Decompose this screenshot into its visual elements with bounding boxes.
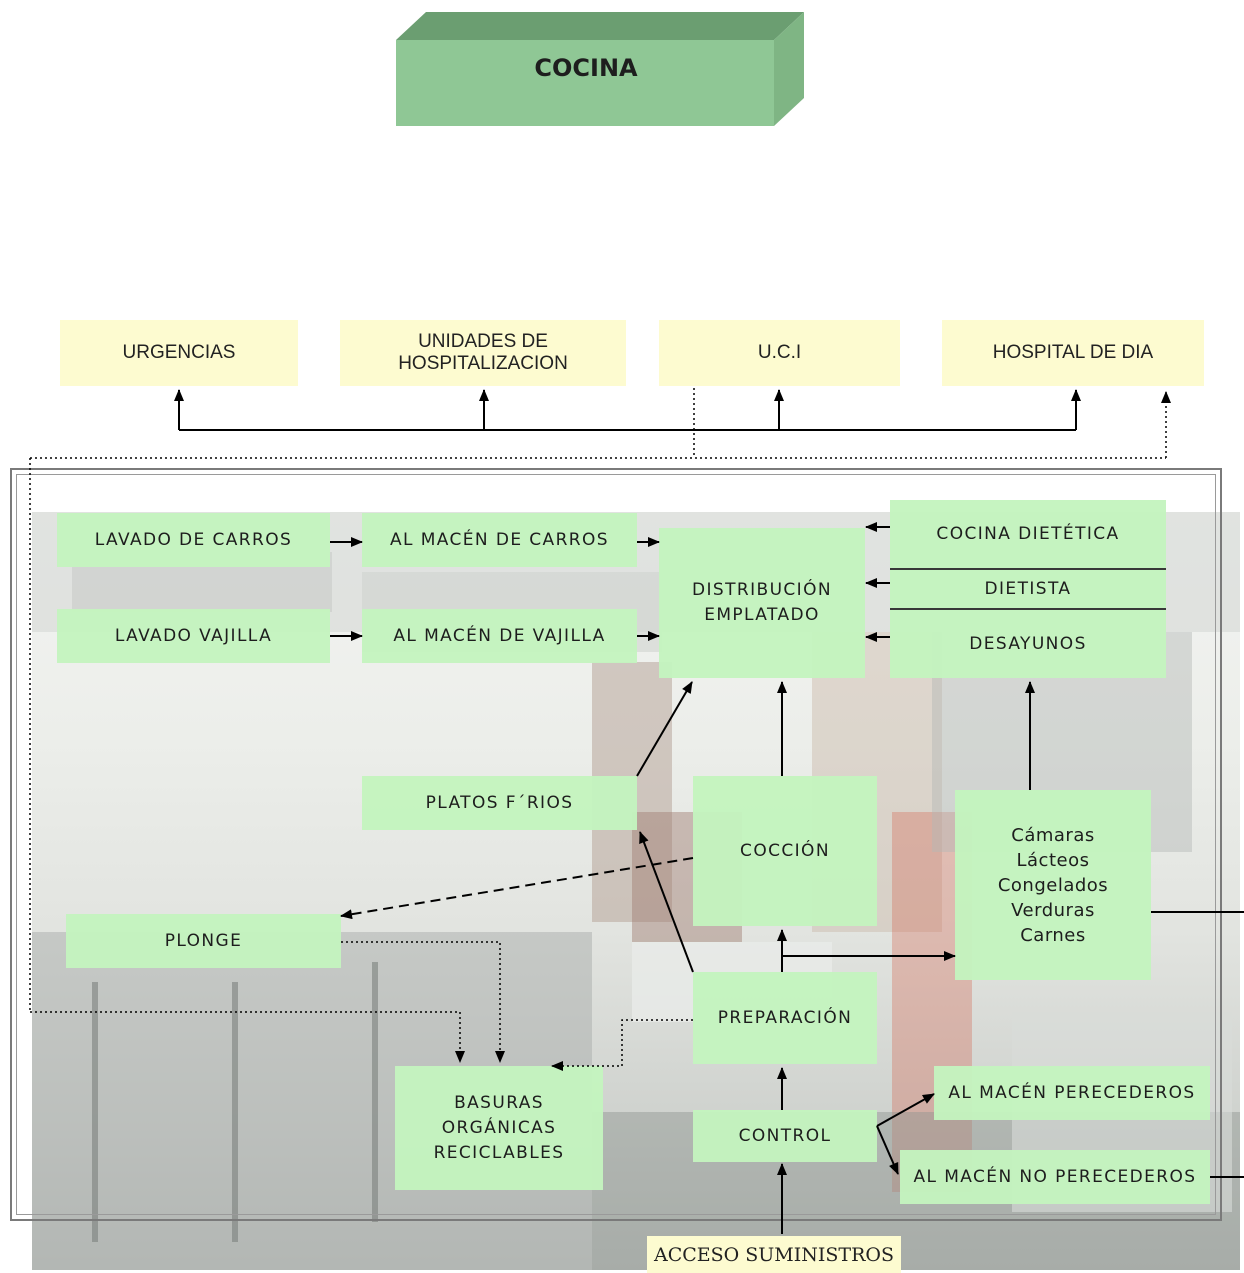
diagram-frame-inner bbox=[16, 474, 1216, 1215]
dest-uci: U.C.I bbox=[659, 320, 900, 386]
diagram-frame bbox=[10, 468, 1222, 1221]
box-preparacion: PREPARACIÓN bbox=[693, 972, 877, 1064]
box-distribucion-emplatado: DISTRIBUCIÓN EMPLATADO bbox=[659, 528, 865, 678]
dest-hospital-dia: HOSPITAL DE DIA bbox=[942, 320, 1204, 386]
box-almacen-no-perecederos: AL MACÉN NO PERECEDEROS bbox=[900, 1150, 1210, 1204]
arrow-control-perecederos bbox=[876, 1093, 935, 1127]
arrow-platos-distribucion bbox=[636, 681, 693, 777]
title-block-shape bbox=[396, 12, 804, 126]
dotted-arrow-preparacion-basuras bbox=[551, 1019, 693, 1071]
arrow-control-no-perecederos bbox=[876, 1125, 899, 1175]
box-lavado-carros: LAVADO DE CARROS bbox=[57, 513, 330, 567]
box-almacen-vajilla: AL MACÉN DE VAJILLA bbox=[362, 609, 637, 663]
box-desayunos: DESAYUNOS bbox=[890, 610, 1166, 678]
box-almacen-carros: AL MACÉN DE CARROS bbox=[362, 513, 637, 567]
arrow-preparacion-platos bbox=[639, 831, 694, 973]
box-coccion: COCCIÓN bbox=[693, 776, 877, 926]
box-plonge: PLONGE bbox=[66, 914, 341, 968]
box-almacen-perecederos: AL MACÉN PERECEDEROS bbox=[934, 1066, 1210, 1120]
box-control: CONTROL bbox=[693, 1110, 877, 1162]
box-dietista: DIETISTA bbox=[890, 570, 1166, 608]
dest-hospitalizacion: UNIDADES DE HOSPITALIZACION bbox=[340, 320, 626, 386]
box-lavado-vajilla: LAVADO VAJILLA bbox=[57, 609, 330, 663]
dest-urgencias: URGENCIAS bbox=[60, 320, 298, 386]
arrow-coccion-plonge bbox=[340, 857, 694, 920]
box-cocina-dietetica: COCINA DIETÉTICA bbox=[890, 500, 1166, 568]
page-title: COCINA bbox=[534, 54, 638, 82]
box-basuras: BASURAS ORGÁNICAS RECICLABLES bbox=[395, 1066, 603, 1190]
dotted-arrow-to-basuras-1 bbox=[30, 1011, 465, 1063]
box-camaras: Cámaras Lácteos Congelados Verduras Carn… bbox=[955, 790, 1151, 980]
acceso-suministros: ACCESO SUMINISTROS bbox=[647, 1236, 901, 1273]
dotted-arrow-plonge-basuras bbox=[341, 941, 505, 1063]
title-block: COCINA bbox=[396, 10, 806, 128]
box-platos-frios: PLATOS F´RIOS bbox=[362, 776, 637, 830]
